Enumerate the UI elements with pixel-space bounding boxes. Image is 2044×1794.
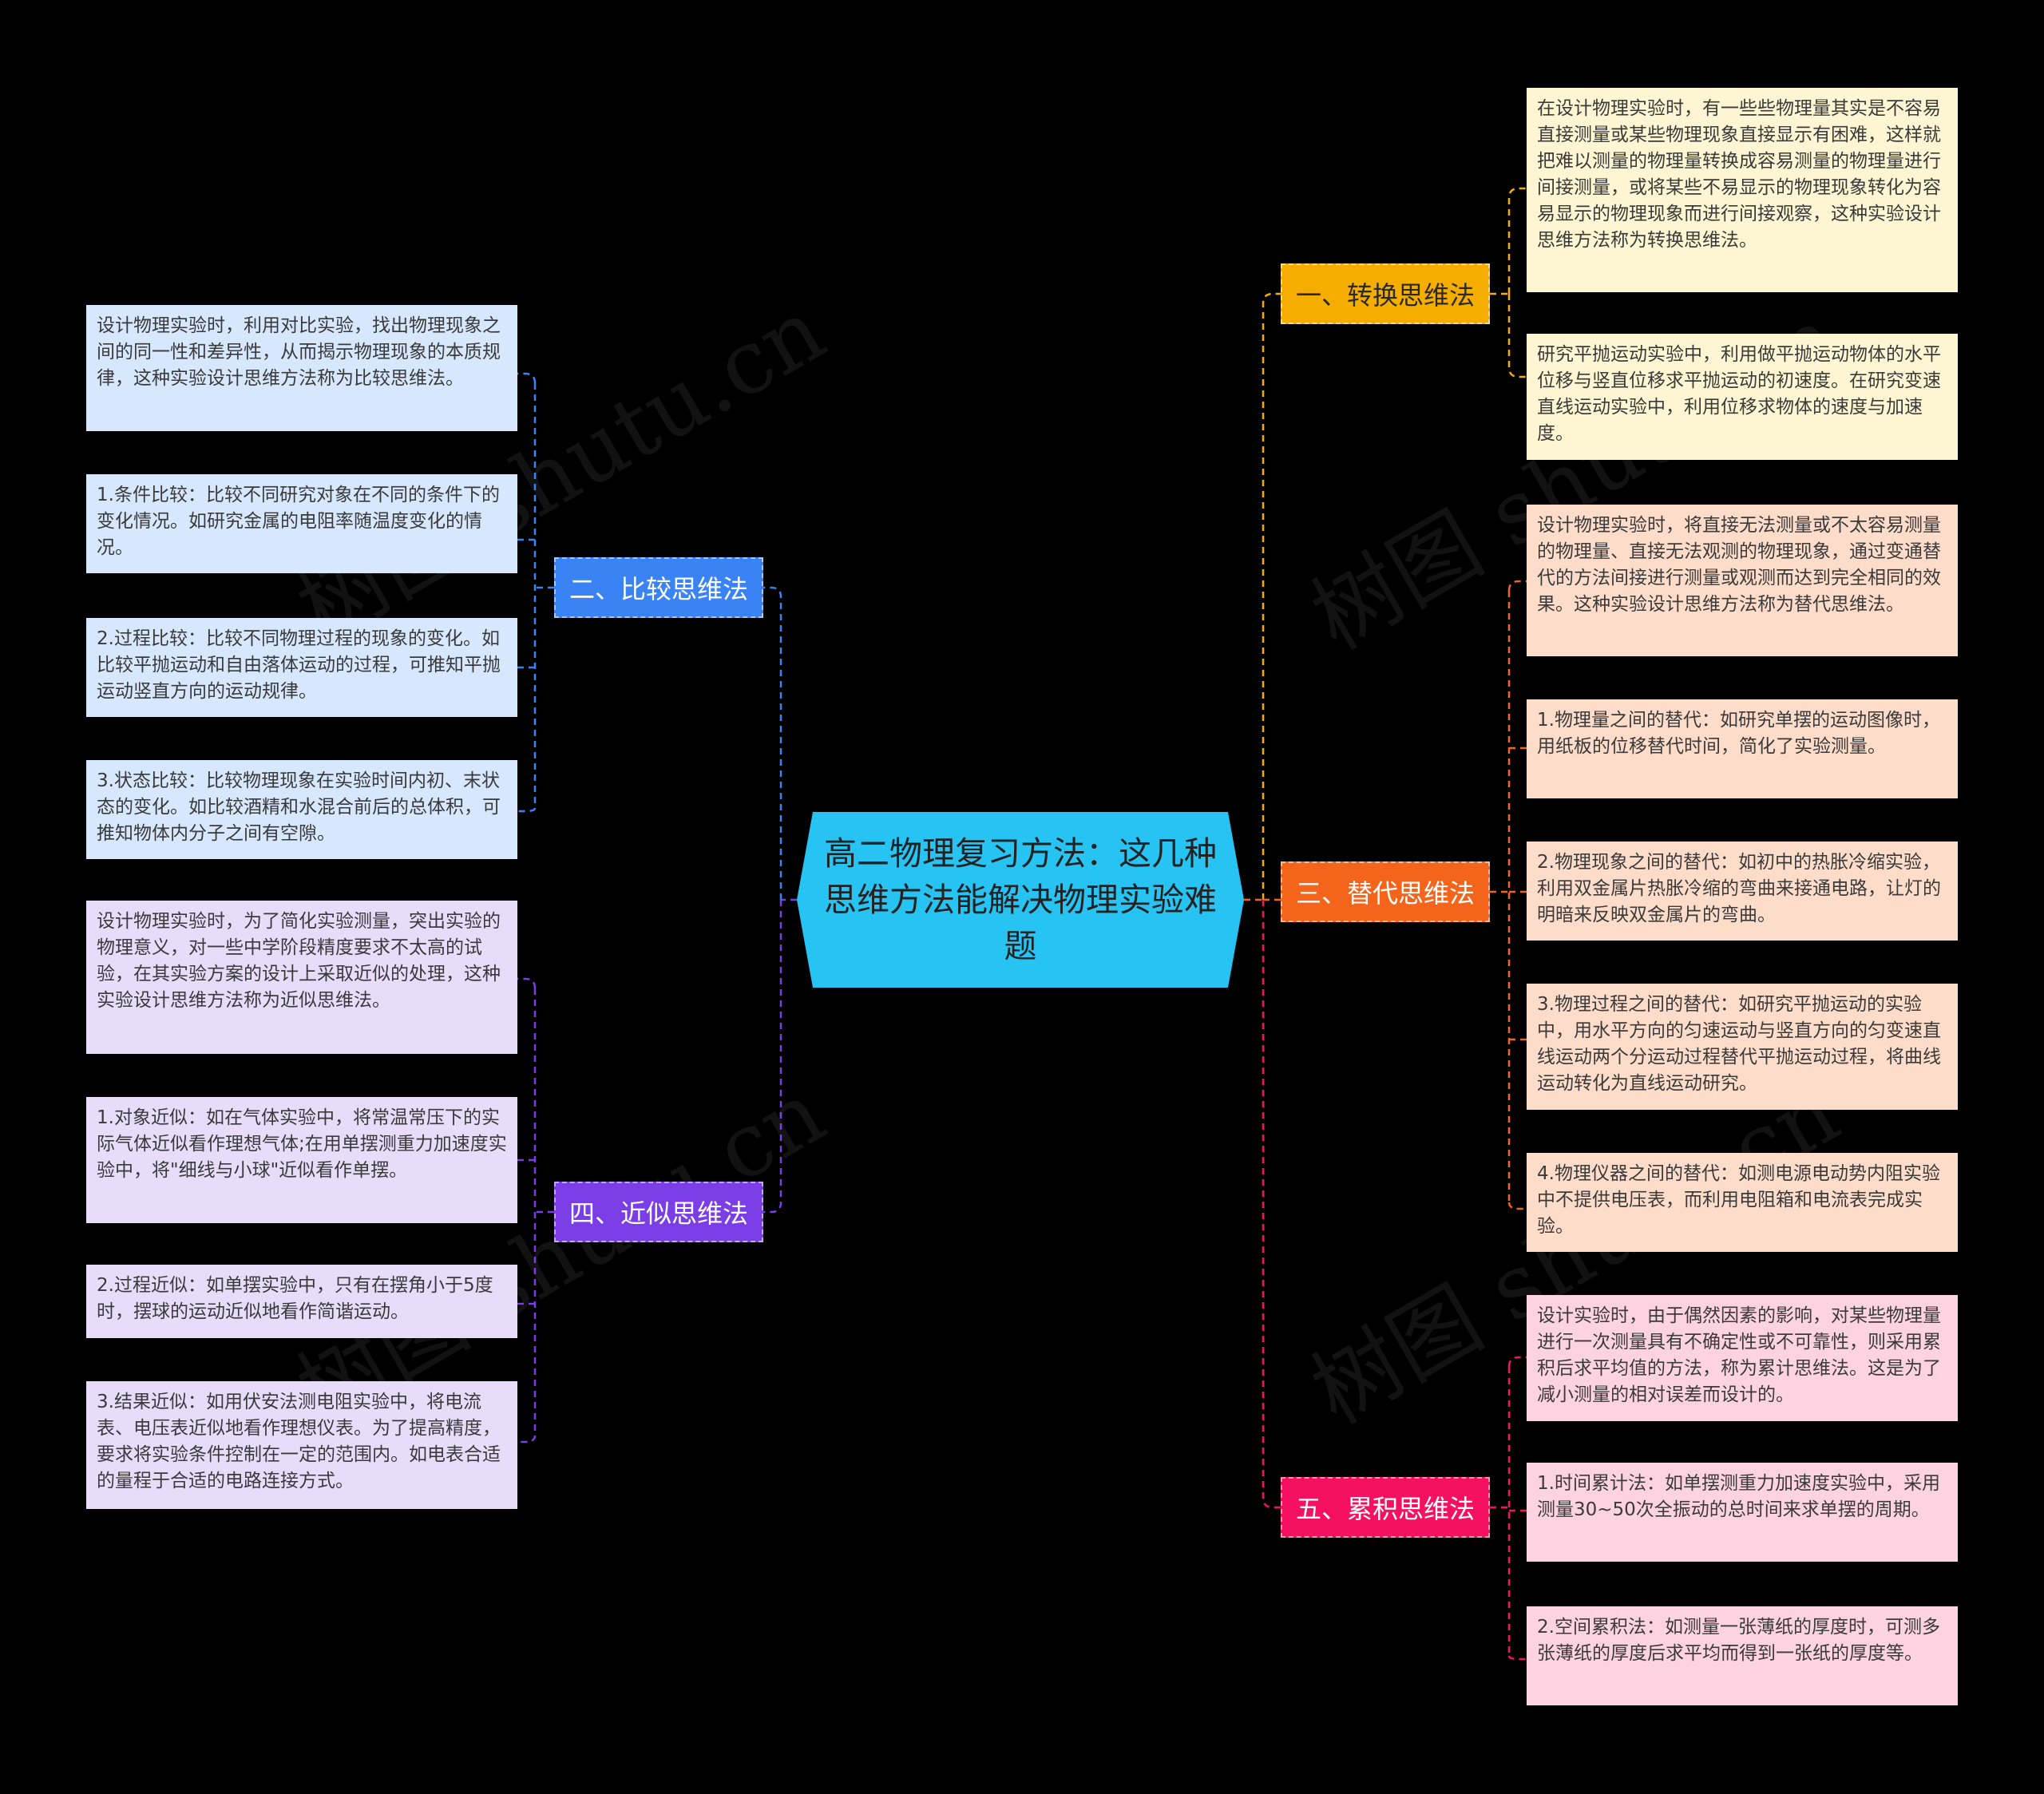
branch-conversion[interactable]: 一、转换思维法 <box>1281 263 1490 324</box>
connector-b2 <box>763 586 782 900</box>
leaf-b3-2[interactable]: 2.物理现象之间的替代：如初中的热胀冷缩实验，利用双金属片热胀冷缩的弯曲来接通电… <box>1527 842 1958 941</box>
leaf-b5-0[interactable]: 设计实验时，由于偶然因素的影响，对某些物理量进行一次测量具有不确定性或不可靠性，… <box>1527 1295 1958 1421</box>
leaf-b2-2[interactable]: 2.过程比较：比较不同物理过程的现象的变化。如比较平抛运动和自由落体运动的过程，… <box>86 618 517 717</box>
branch-substitution[interactable]: 三、替代思维法 <box>1281 861 1490 922</box>
connector-b3-leaf <box>1490 580 1527 1210</box>
leaf-b5-1[interactable]: 1.时间累计法：如单摆测重力加速度实验中，采用测量30~50次全振动的总时间来求… <box>1527 1463 1958 1562</box>
leaf-b2-3[interactable]: 3.状态比较：比较物理现象在实验时间内初、末状态的变化。如比较酒精和水混合前后的… <box>86 760 517 859</box>
branch-accumulation[interactable]: 五、累积思维法 <box>1281 1477 1490 1538</box>
leaf-b3-0[interactable]: 设计物理实验时，将直接无法测量或不太容易测量的物理量、直接无法观测的物理现象，通… <box>1527 505 1958 656</box>
leaf-b1-0[interactable]: 在设计物理实验时，有一些些物理量其实是不容易直接测量或某些物理现象直接显示有困难… <box>1527 88 1958 292</box>
branch-comparison[interactable]: 二、比较思维法 <box>554 557 763 618</box>
leaf-b3-3[interactable]: 3.物理过程之间的替代：如研究平抛运动的实验中，用水平方向的匀速运动与竖直方向的… <box>1527 984 1958 1110</box>
connector-b1-leaf <box>1490 187 1527 378</box>
leaf-b4-1[interactable]: 1.对象近似：如在气体实验中，将常温常压下的实际气体近似看作理想气体;在用单摆测… <box>86 1097 517 1223</box>
connector-b5 <box>1262 900 1281 1509</box>
central-topic[interactable]: 高二物理复习方法：这几种思维方法能解决物理实验难题 <box>797 812 1244 988</box>
branch-approximation[interactable]: 四、近似思维法 <box>554 1182 763 1242</box>
leaf-b1-1[interactable]: 研究平抛运动实验中，利用做平抛运动物体的水平位移与竖直位移求平抛运动的初速度。在… <box>1527 334 1958 460</box>
leaf-b3-4[interactable]: 4.物理仪器之间的替代：如测电源电动势内阻实验中不提供电压表，而利用电阻箱和电流… <box>1527 1153 1958 1252</box>
leaf-b2-1[interactable]: 1.条件比较：比较不同研究对象在不同的条件下的变化情况。如研究金属的电阻率随温度… <box>86 474 517 573</box>
leaf-b4-3[interactable]: 3.结果近似：如用伏安法测电阻实验中，将电流表、电压表近似地看作理想仪表。为了提… <box>86 1381 517 1509</box>
connector-b5-leaf <box>1490 1356 1527 1661</box>
leaf-b5-2[interactable]: 2.空间累积法：如测量一张薄纸的厚度时，可测多张薄纸的厚度后求平均而得到一张纸的… <box>1527 1606 1958 1705</box>
leaf-b4-2[interactable]: 2.过程近似：如单摆实验中，只有在摆角小于5度时，摆球的运动近似地看作简谐运动。 <box>86 1265 517 1338</box>
leaf-b3-1[interactable]: 1.物理量之间的替代：如研究单摆的运动图像时，用纸板的位移替代时间，简化了实验测… <box>1527 699 1958 798</box>
leaf-b4-0[interactable]: 设计物理实验时，为了简化实验测量，突出实验的物理意义，对一些中学阶段精度要求不太… <box>86 901 517 1054</box>
connector-b1 <box>1262 292 1281 900</box>
leaf-b2-0[interactable]: 设计物理实验时，利用对比实验，找出物理现象之间的同一性和差异性，从而揭示物理现象… <box>86 305 517 431</box>
